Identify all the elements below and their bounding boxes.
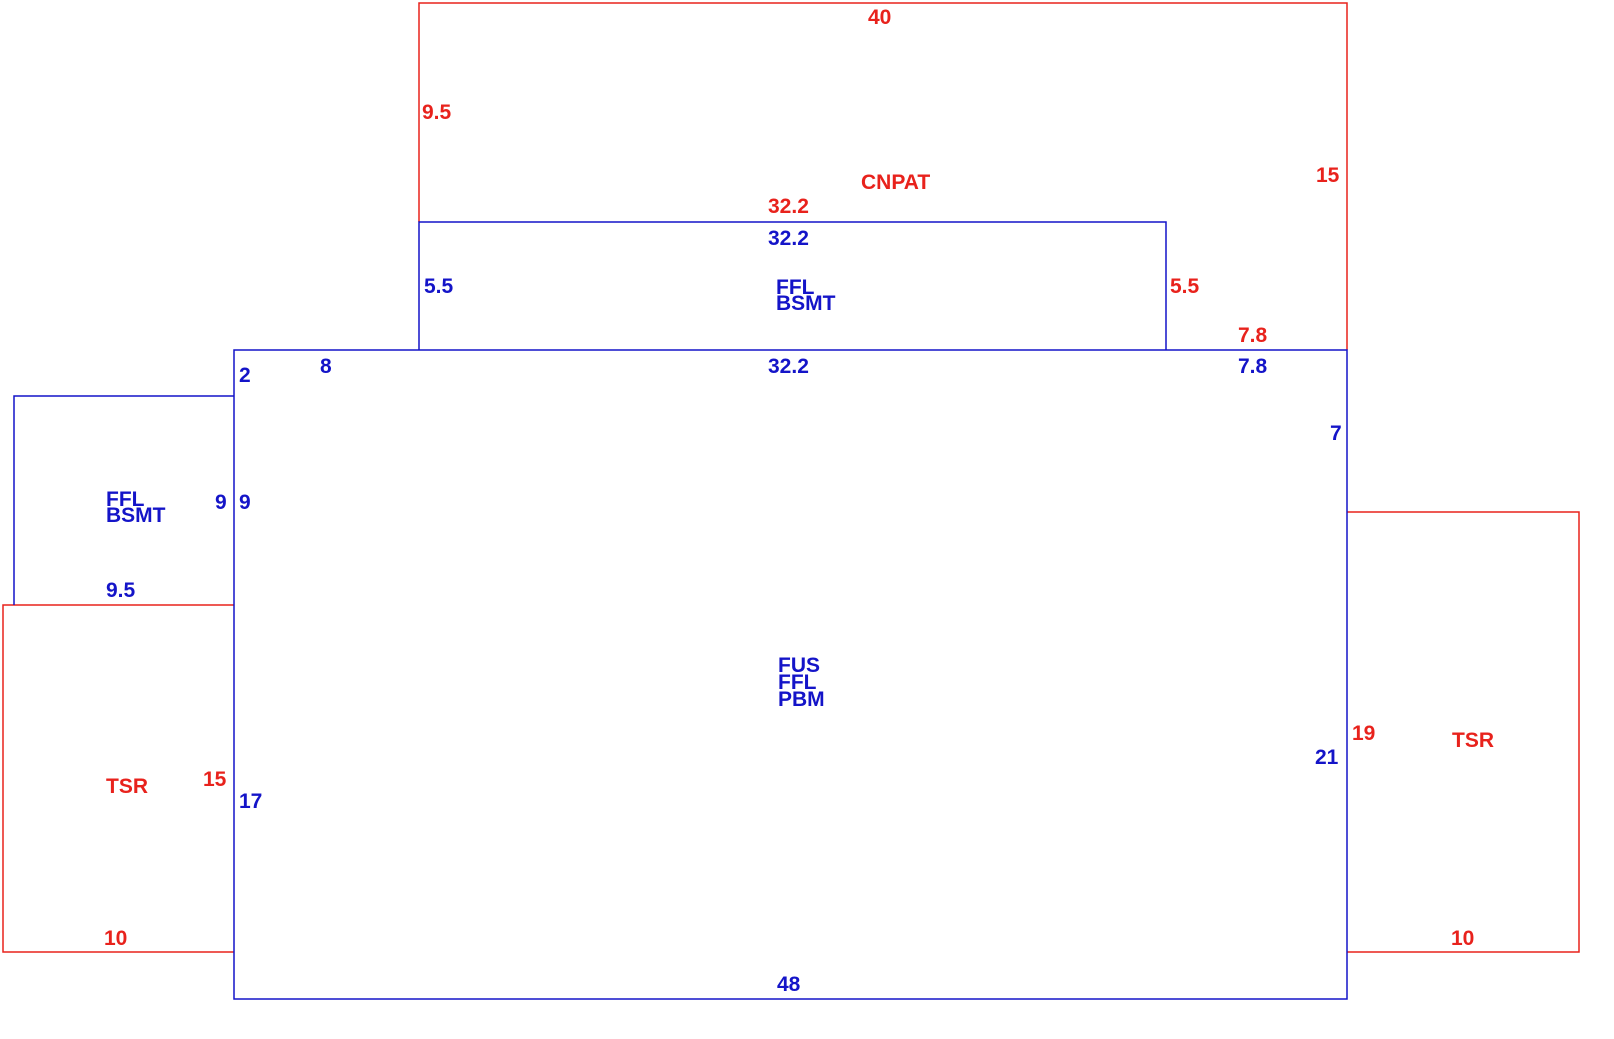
cnpat-left-dimension: 9.5 <box>422 101 452 124</box>
cnpat-bottom-dimension: 32.2 <box>768 195 809 218</box>
cnpat-right-lower-dimension: 5.5 <box>1170 275 1200 298</box>
upper-bsmt-outline <box>418 221 1167 350</box>
red-labels: 40 9.5 15 CNPAT 32.2 5.5 7.8 TSR 15 10 T… <box>104 6 1494 950</box>
blue-outlines <box>13 221 1348 1000</box>
main-bottom-dimension: 48 <box>777 973 801 996</box>
blue-labels: 32.2 5.5 FFL BSMT 32.2 2 8 7.8 7 9 17 21… <box>106 227 1342 996</box>
left-bsmt-right-dimension: 9 <box>215 491 227 514</box>
red-outlines <box>2 2 1580 953</box>
left-bsmt-outline <box>13 395 234 605</box>
left-bsmt-bottom-dimension: 9.5 <box>106 579 136 602</box>
tsr-left-bottom-dimension: 10 <box>104 927 127 950</box>
tsr-right-left-dimension: 19 <box>1352 722 1375 745</box>
tsr-left-outline <box>2 604 234 953</box>
left-bsmt-name-line-1: FFL <box>106 488 145 511</box>
left-bsmt-name-line-2: BSMT <box>106 504 166 527</box>
upper-bsmt-left-dimension: 5.5 <box>424 275 454 298</box>
cnpat-step-dimension: 7.8 <box>1238 324 1268 347</box>
main-name-line-1: FUS <box>778 654 820 677</box>
cnpat-right-dimension: 15 <box>1316 164 1340 187</box>
main-right-lower-dimension: 21 <box>1315 746 1339 769</box>
main-name-line-3: PBM <box>778 688 825 711</box>
main-left-lower-dimension: 17 <box>239 790 262 813</box>
tsr-right-outline <box>1347 511 1580 953</box>
main-step-left-dimension: 2 <box>239 364 251 387</box>
tsr-left-name-label: TSR <box>106 775 148 798</box>
cnpat-top-dimension: 40 <box>868 6 891 29</box>
main-right-upper-dimension: 7 <box>1330 422 1342 445</box>
main-top-right-dimension: 7.8 <box>1238 355 1268 378</box>
tsr-right-bottom-dimension: 10 <box>1451 927 1474 950</box>
main-top-left-dimension: 8 <box>320 355 332 378</box>
cnpat-outline <box>418 2 1348 350</box>
tsr-left-right-dimension: 15 <box>203 768 227 791</box>
cnpat-name-label: CNPAT <box>861 171 930 194</box>
main-name-line-2: FFL <box>778 671 817 694</box>
upper-bsmt-name-line-2: BSMT <box>776 292 836 315</box>
main-floor-outline <box>233 349 1348 1000</box>
tsr-right-name-label: TSR <box>1452 729 1494 752</box>
upper-bsmt-name-line-1: FFL <box>776 276 815 299</box>
main-left-mid-dimension: 9 <box>239 491 251 514</box>
main-top-dimension: 32.2 <box>768 355 809 378</box>
upper-bsmt-top-dimension: 32.2 <box>768 227 809 250</box>
